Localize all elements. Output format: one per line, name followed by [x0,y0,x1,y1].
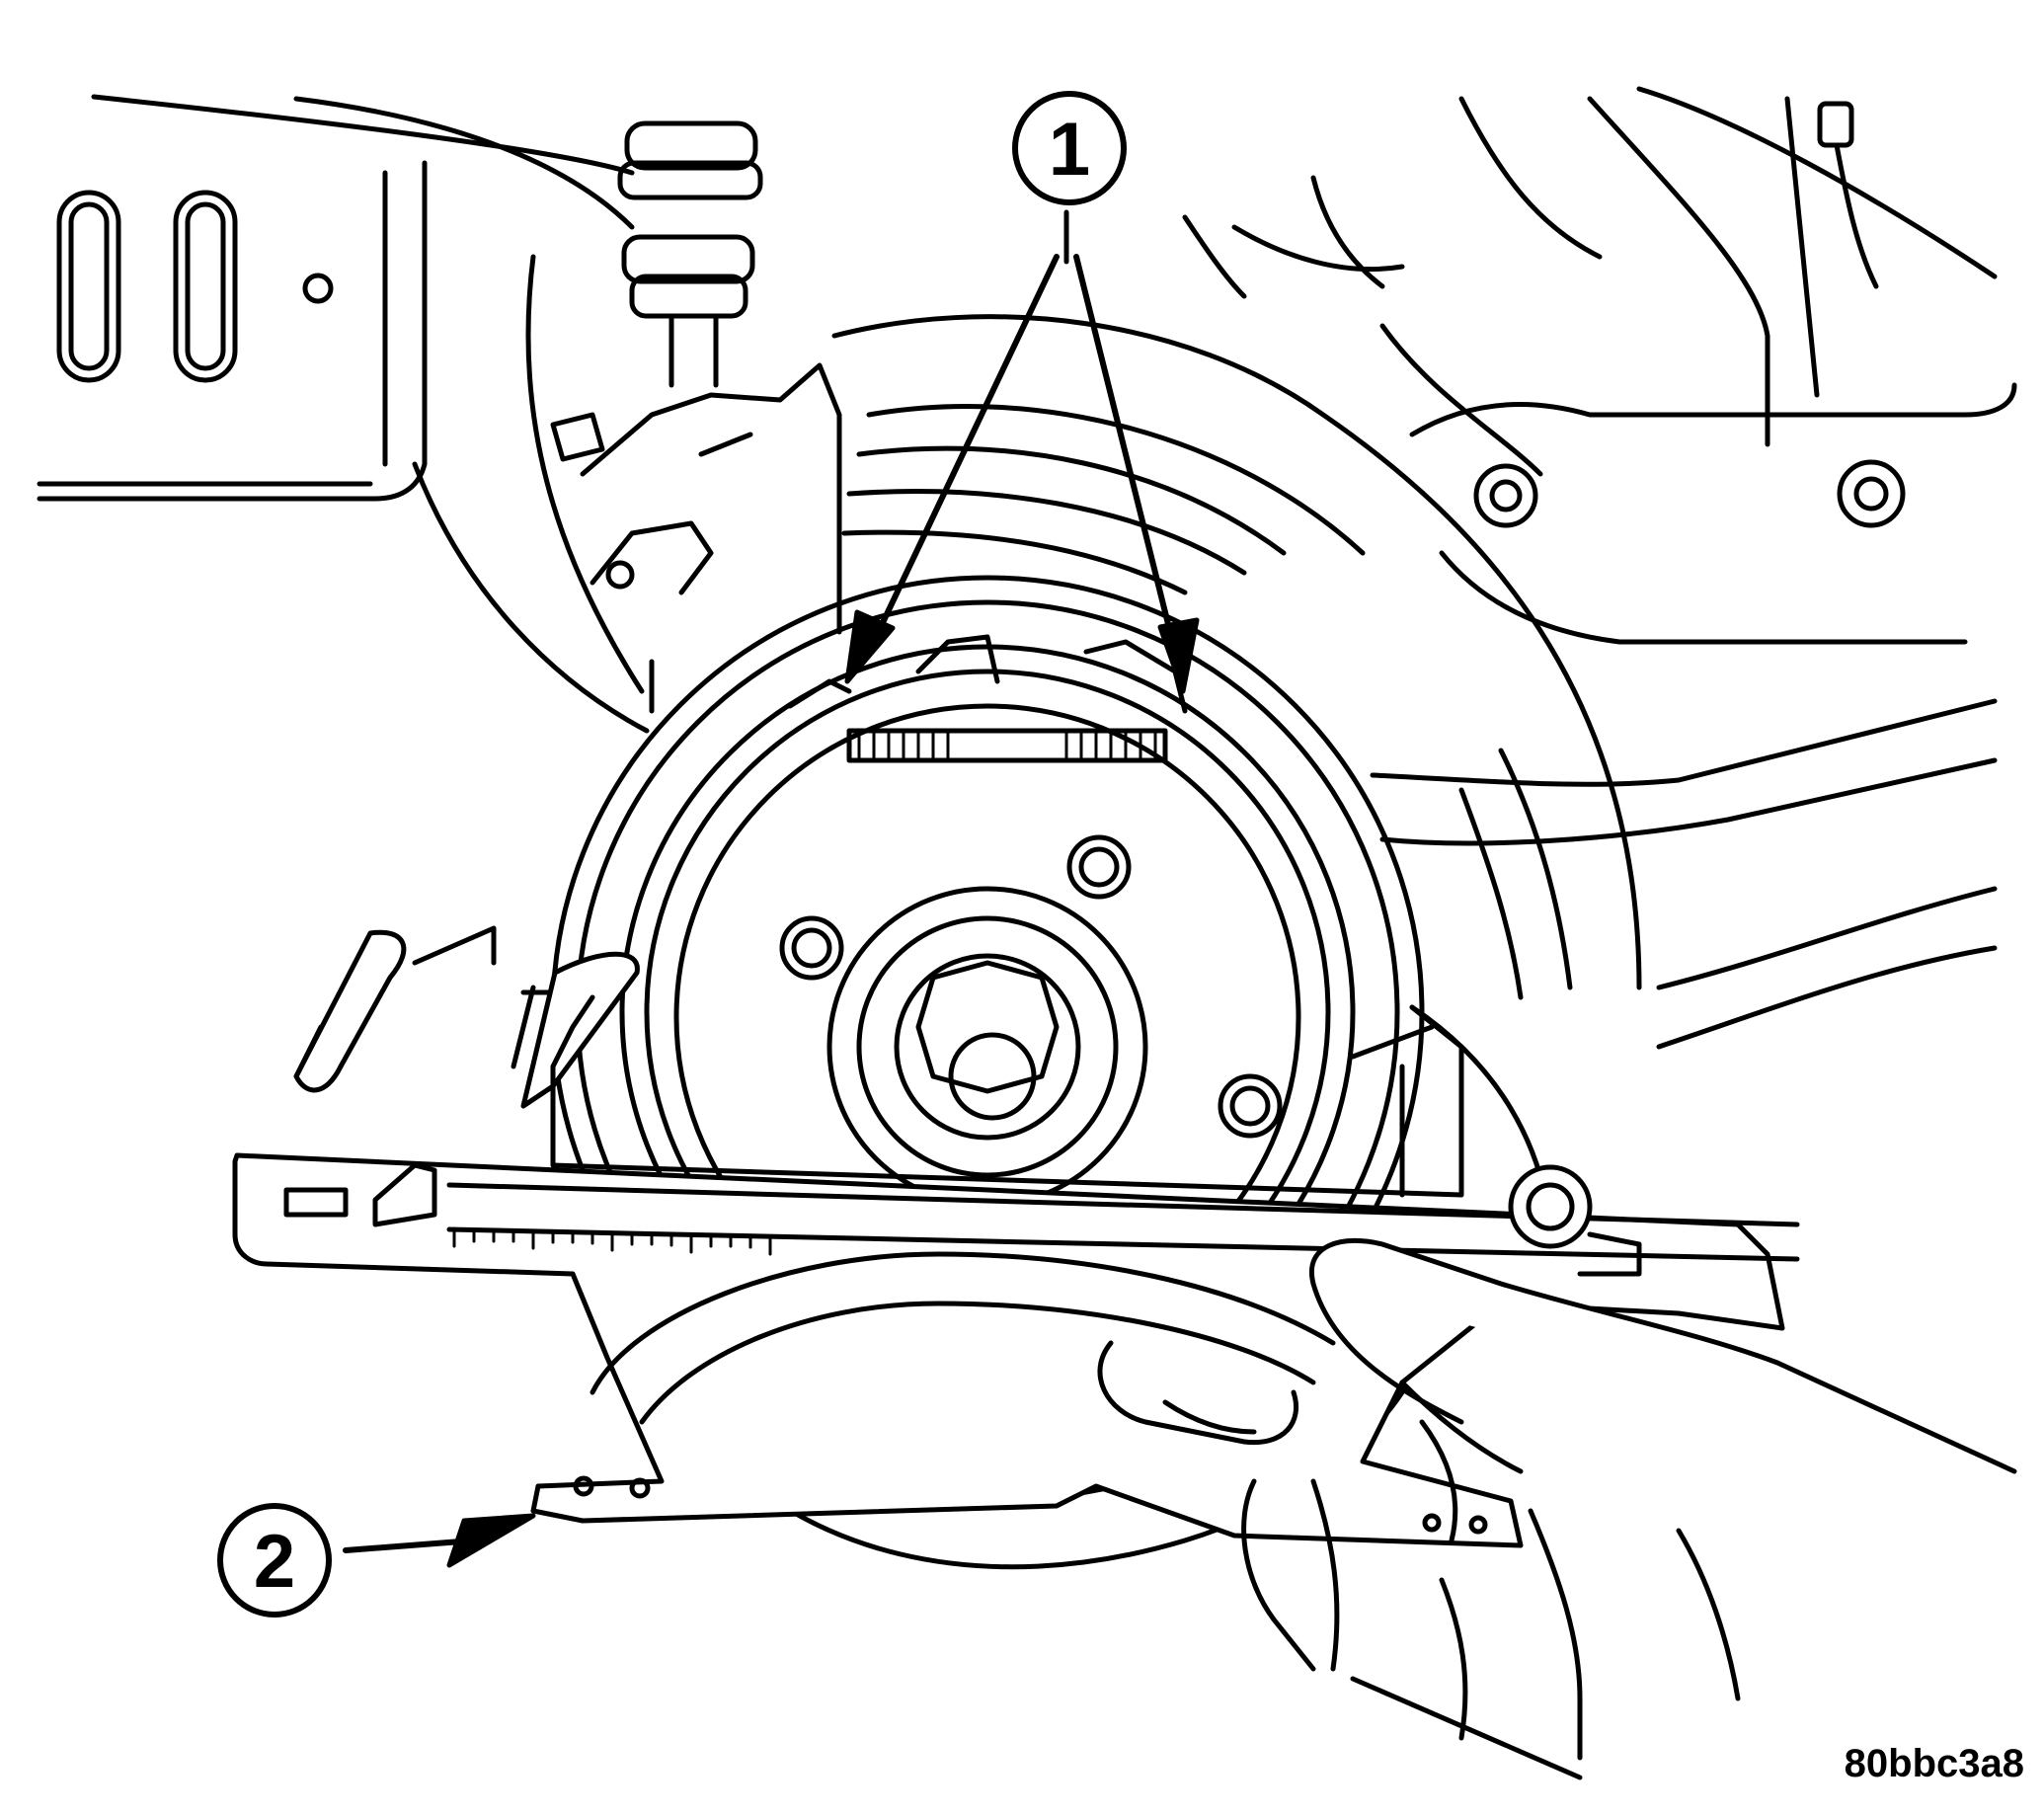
callout-2: 2 [217,1503,332,1618]
callout-2-label: 2 [254,1520,295,1604]
callout-1-label: 1 [1049,108,1090,192]
callout-2-leader [343,1513,536,1568]
callout-1-leaders [844,209,1200,694]
steering-knuckle [412,254,842,734]
control-arm-right [1182,86,2017,1050]
callout-1: 1 [1012,91,1127,205]
gauge-scale-ticks [452,1227,772,1256]
technician-hands [1097,1237,2017,1780]
shock-bushing [617,120,763,388]
frame-rail [37,94,635,502]
figure-identifier: 80bbc3a8 [1844,1742,2024,1785]
